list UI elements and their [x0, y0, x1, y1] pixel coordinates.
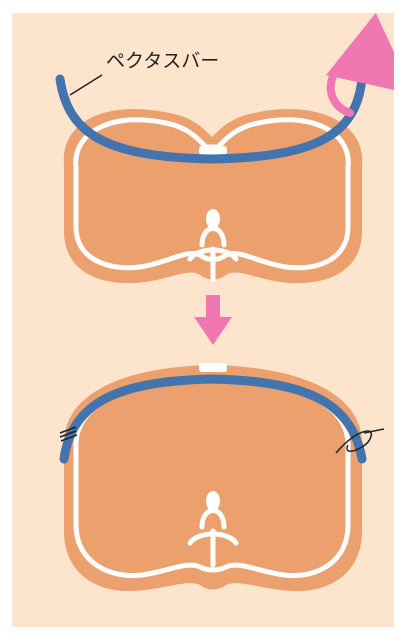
callout-label: ペクタスバー: [106, 50, 219, 72]
chest-before-sternum: [199, 146, 227, 155]
diagram-panel: ペクタスバー: [12, 13, 394, 627]
chest-after: [60, 363, 384, 591]
pectus-bar-procedure-diagram: ペクタスバー: [12, 13, 394, 627]
chest-after-sternum: [199, 363, 227, 372]
